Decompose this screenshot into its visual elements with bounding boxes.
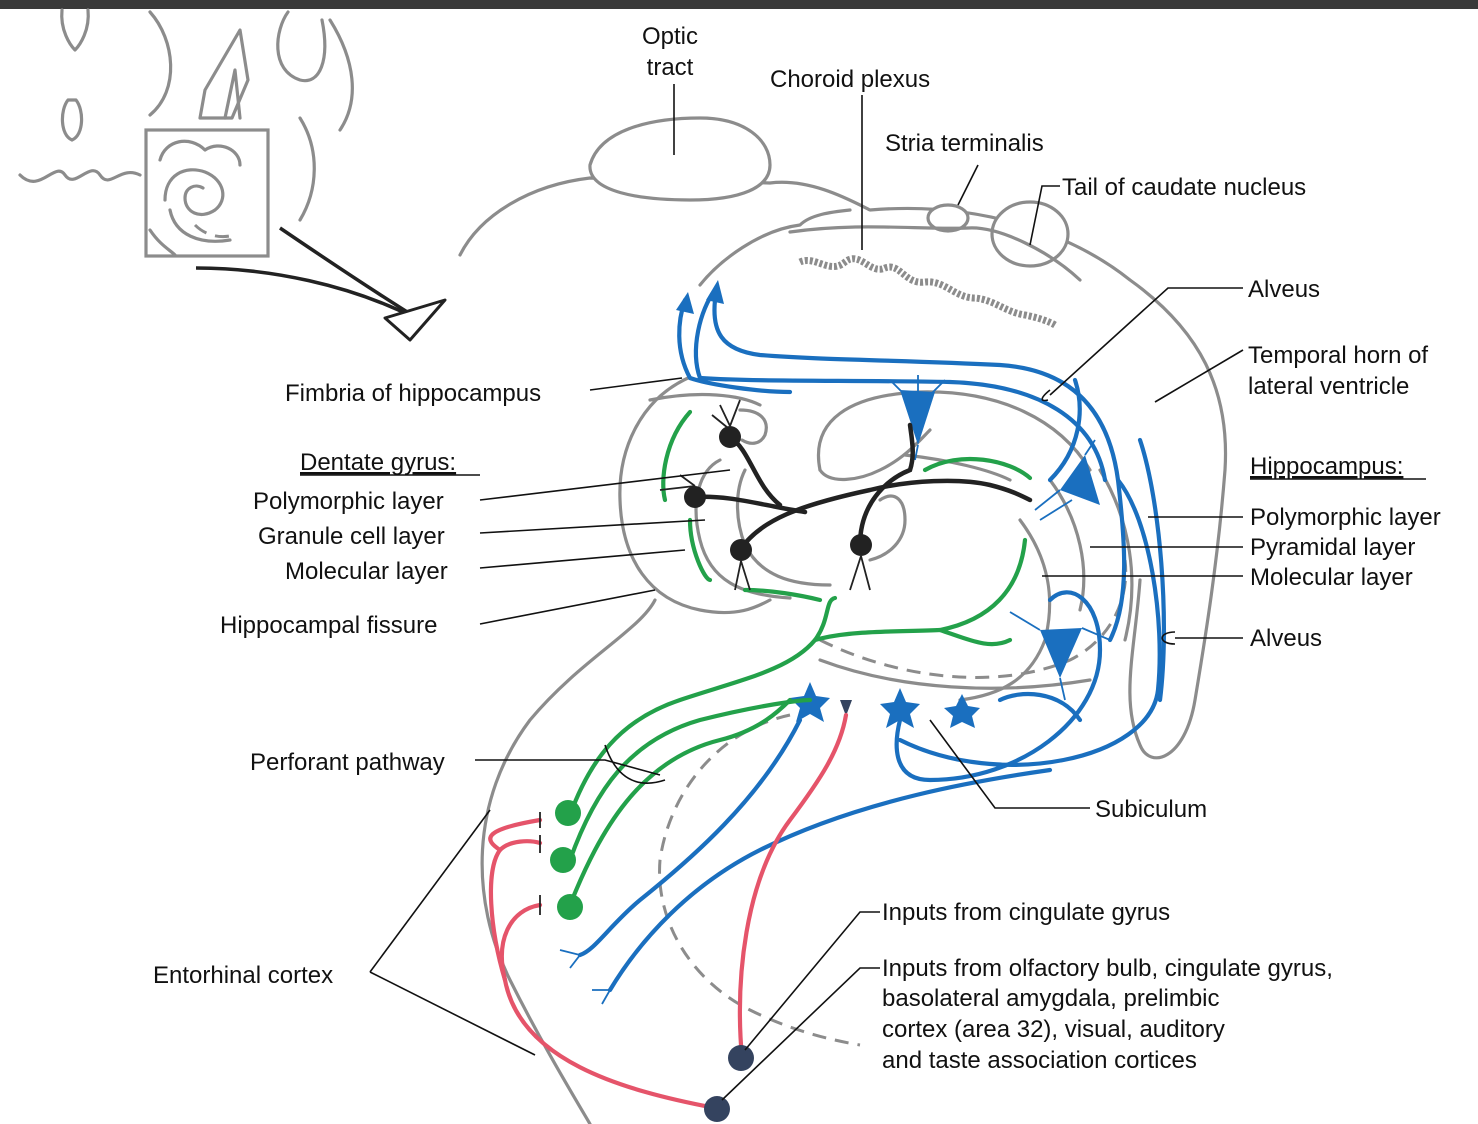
label-inputs-multi: Inputs from olfactory bulb, cingulate gy… (882, 955, 1333, 982)
granule-cell (730, 539, 752, 561)
label-alveus-bottom: Alveus (1250, 625, 1322, 652)
input-neuron-multi (704, 1096, 730, 1122)
label-hc-molecular: Molecular layer (1250, 564, 1413, 591)
label-dg-molecular: Molecular layer (285, 558, 448, 585)
label-hc-polymorphic: Polymorphic layer (1250, 504, 1441, 531)
entorhinal-neuron (555, 800, 581, 826)
red-pathways (490, 715, 846, 1108)
labels: Optic tract Choroid plexus Stria termina… (153, 23, 1441, 1074)
input-neurons (704, 1045, 754, 1122)
entorhinal-neuron (557, 894, 583, 920)
label-choroid-plexus: Choroid plexus (770, 66, 930, 93)
input-neuron-cingulate (728, 1045, 754, 1071)
label-temporal-horn: Temporal horn of (1248, 342, 1428, 369)
label-inputs-multi-2: basolateral amygdala, prelimbic (882, 985, 1220, 1012)
granule-cell (850, 534, 872, 556)
label-inputs-cingulate: Inputs from cingulate gyrus (882, 899, 1170, 926)
label-dg-polymorphic: Polymorphic layer (253, 488, 444, 515)
choroid-plexus-squiggle (800, 259, 1055, 325)
label-entorhinal-cortex: Entorhinal cortex (153, 962, 333, 989)
label-hippocampus: Hippocampus: (1250, 453, 1403, 480)
inset-brain-section (20, 10, 352, 256)
label-inputs-multi-3: cortex (area 32), visual, auditory (882, 1016, 1225, 1043)
pyramidal-neuron (1040, 628, 1082, 678)
label-inputs-multi-4: and taste association cortices (882, 1047, 1197, 1074)
entorhinal-neuron (550, 847, 576, 873)
label-temporal-horn-2: lateral ventricle (1248, 373, 1409, 400)
label-dg-granule: Granule cell layer (258, 523, 445, 550)
pyramidal-neurons (790, 375, 1110, 728)
label-hc-pyramidal: Pyramidal layer (1250, 534, 1415, 561)
label-perforant-pathway: Perforant pathway (250, 749, 445, 776)
green-cell-bodies (550, 800, 583, 920)
label-stria-terminalis: Stria terminalis (885, 130, 1044, 157)
label-dentate-gyrus: Dentate gyrus: (300, 449, 456, 476)
label-subiculum: Subiculum (1095, 796, 1207, 823)
label-hippocampal-fissure: Hippocampal fissure (220, 612, 437, 639)
label-alveus-top: Alveus (1248, 276, 1320, 303)
pyramidal-neuron (900, 390, 935, 445)
granule-cell (719, 426, 741, 448)
label-tail-caudate: Tail of caudate nucleus (1062, 174, 1306, 201)
label-optic-tract: Optic (642, 23, 698, 50)
label-fimbria: Fimbria of hippocampus (285, 380, 541, 407)
label-optic-tract-2: tract (647, 54, 694, 81)
black-pathways (695, 425, 1030, 550)
granule-cell (684, 486, 706, 508)
